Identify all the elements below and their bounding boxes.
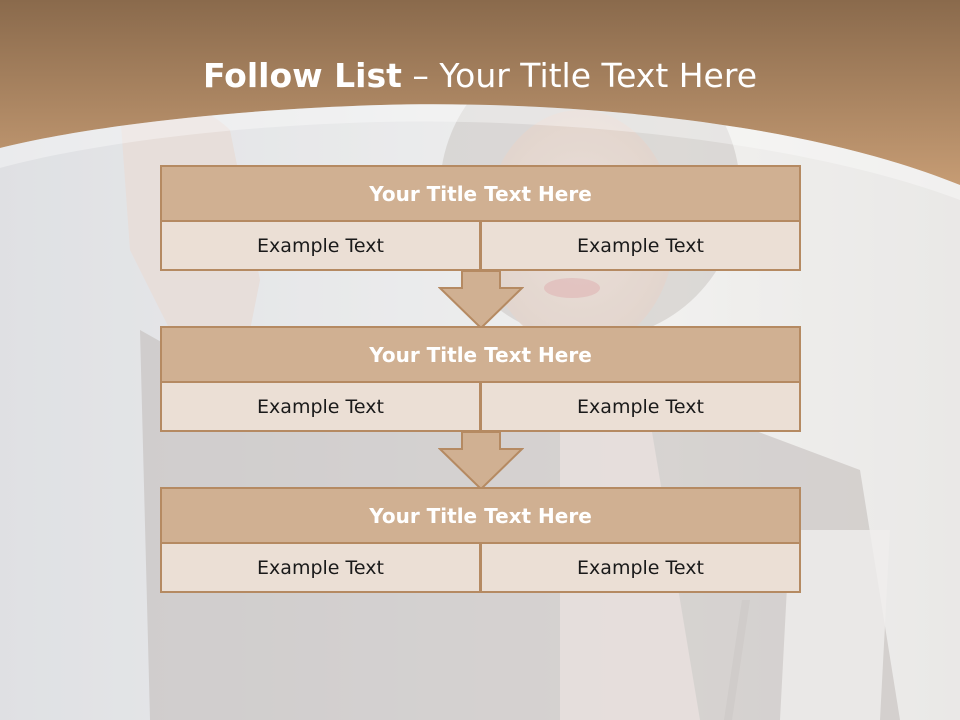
list-block-1: Your Title Text Here Example Text Exampl… bbox=[160, 165, 801, 271]
slide-title-bold: Follow List bbox=[202, 56, 402, 95]
header-band bbox=[0, 0, 960, 200]
block-cell-right: Example Text bbox=[480, 544, 801, 593]
block-title: Your Title Text Here bbox=[160, 487, 801, 544]
block-cell-left: Example Text bbox=[160, 383, 481, 432]
down-arrow-icon bbox=[438, 431, 524, 491]
block-cell-left: Example Text bbox=[160, 222, 481, 271]
block-title: Your Title Text Here bbox=[160, 326, 801, 383]
block-cell-left: Example Text bbox=[160, 544, 481, 593]
list-block-3: Your Title Text Here Example Text Exampl… bbox=[160, 487, 801, 593]
list-block-2: Your Title Text Here Example Text Exampl… bbox=[160, 326, 801, 432]
slide-title-rest: – Your Title Text Here bbox=[412, 56, 758, 95]
block-cell-right: Example Text bbox=[480, 383, 801, 432]
block-title: Your Title Text Here bbox=[160, 165, 801, 222]
slide-title: Follow List – Your Title Text Here bbox=[0, 56, 960, 96]
block-cell-right: Example Text bbox=[480, 222, 801, 271]
down-arrow-icon bbox=[438, 270, 524, 330]
